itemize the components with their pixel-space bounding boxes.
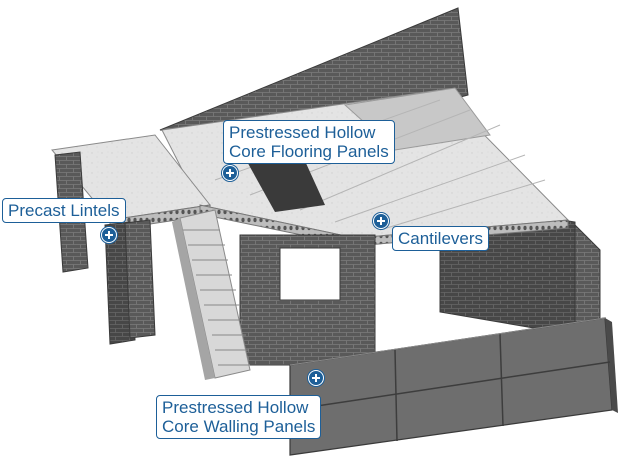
plus-circle-icon[interactable]	[373, 213, 389, 229]
callout-flooring-panels: Prestressed Hollow Core Flooring Panels	[223, 120, 395, 164]
plus-circle-icon[interactable]	[222, 165, 238, 181]
callout-flooring-line1: Prestressed Hollow	[229, 123, 376, 142]
plus-circle-icon[interactable]	[101, 227, 117, 243]
window-opening	[279, 247, 341, 301]
callout-lintels-label: Precast Lintels	[8, 201, 120, 220]
stair-opening	[245, 150, 325, 212]
callout-cantilevers: Cantilevers	[392, 226, 490, 251]
callout-walling-line2: Core Walling Panels	[162, 417, 316, 436]
callout-flooring-line2: Core Flooring Panels	[229, 142, 389, 161]
callout-precast-lintels: Precast Lintels	[2, 198, 126, 223]
callout-walling-panels: Prestressed Hollow Core Walling Panels	[156, 395, 322, 439]
callout-walling-line1: Prestressed Hollow	[162, 398, 309, 417]
callout-cantilevers-label: Cantilevers	[398, 229, 484, 248]
plus-circle-icon[interactable]	[308, 370, 324, 386]
staircase	[172, 209, 251, 380]
walling-panels	[289, 317, 618, 456]
mid-column	[124, 219, 156, 339]
